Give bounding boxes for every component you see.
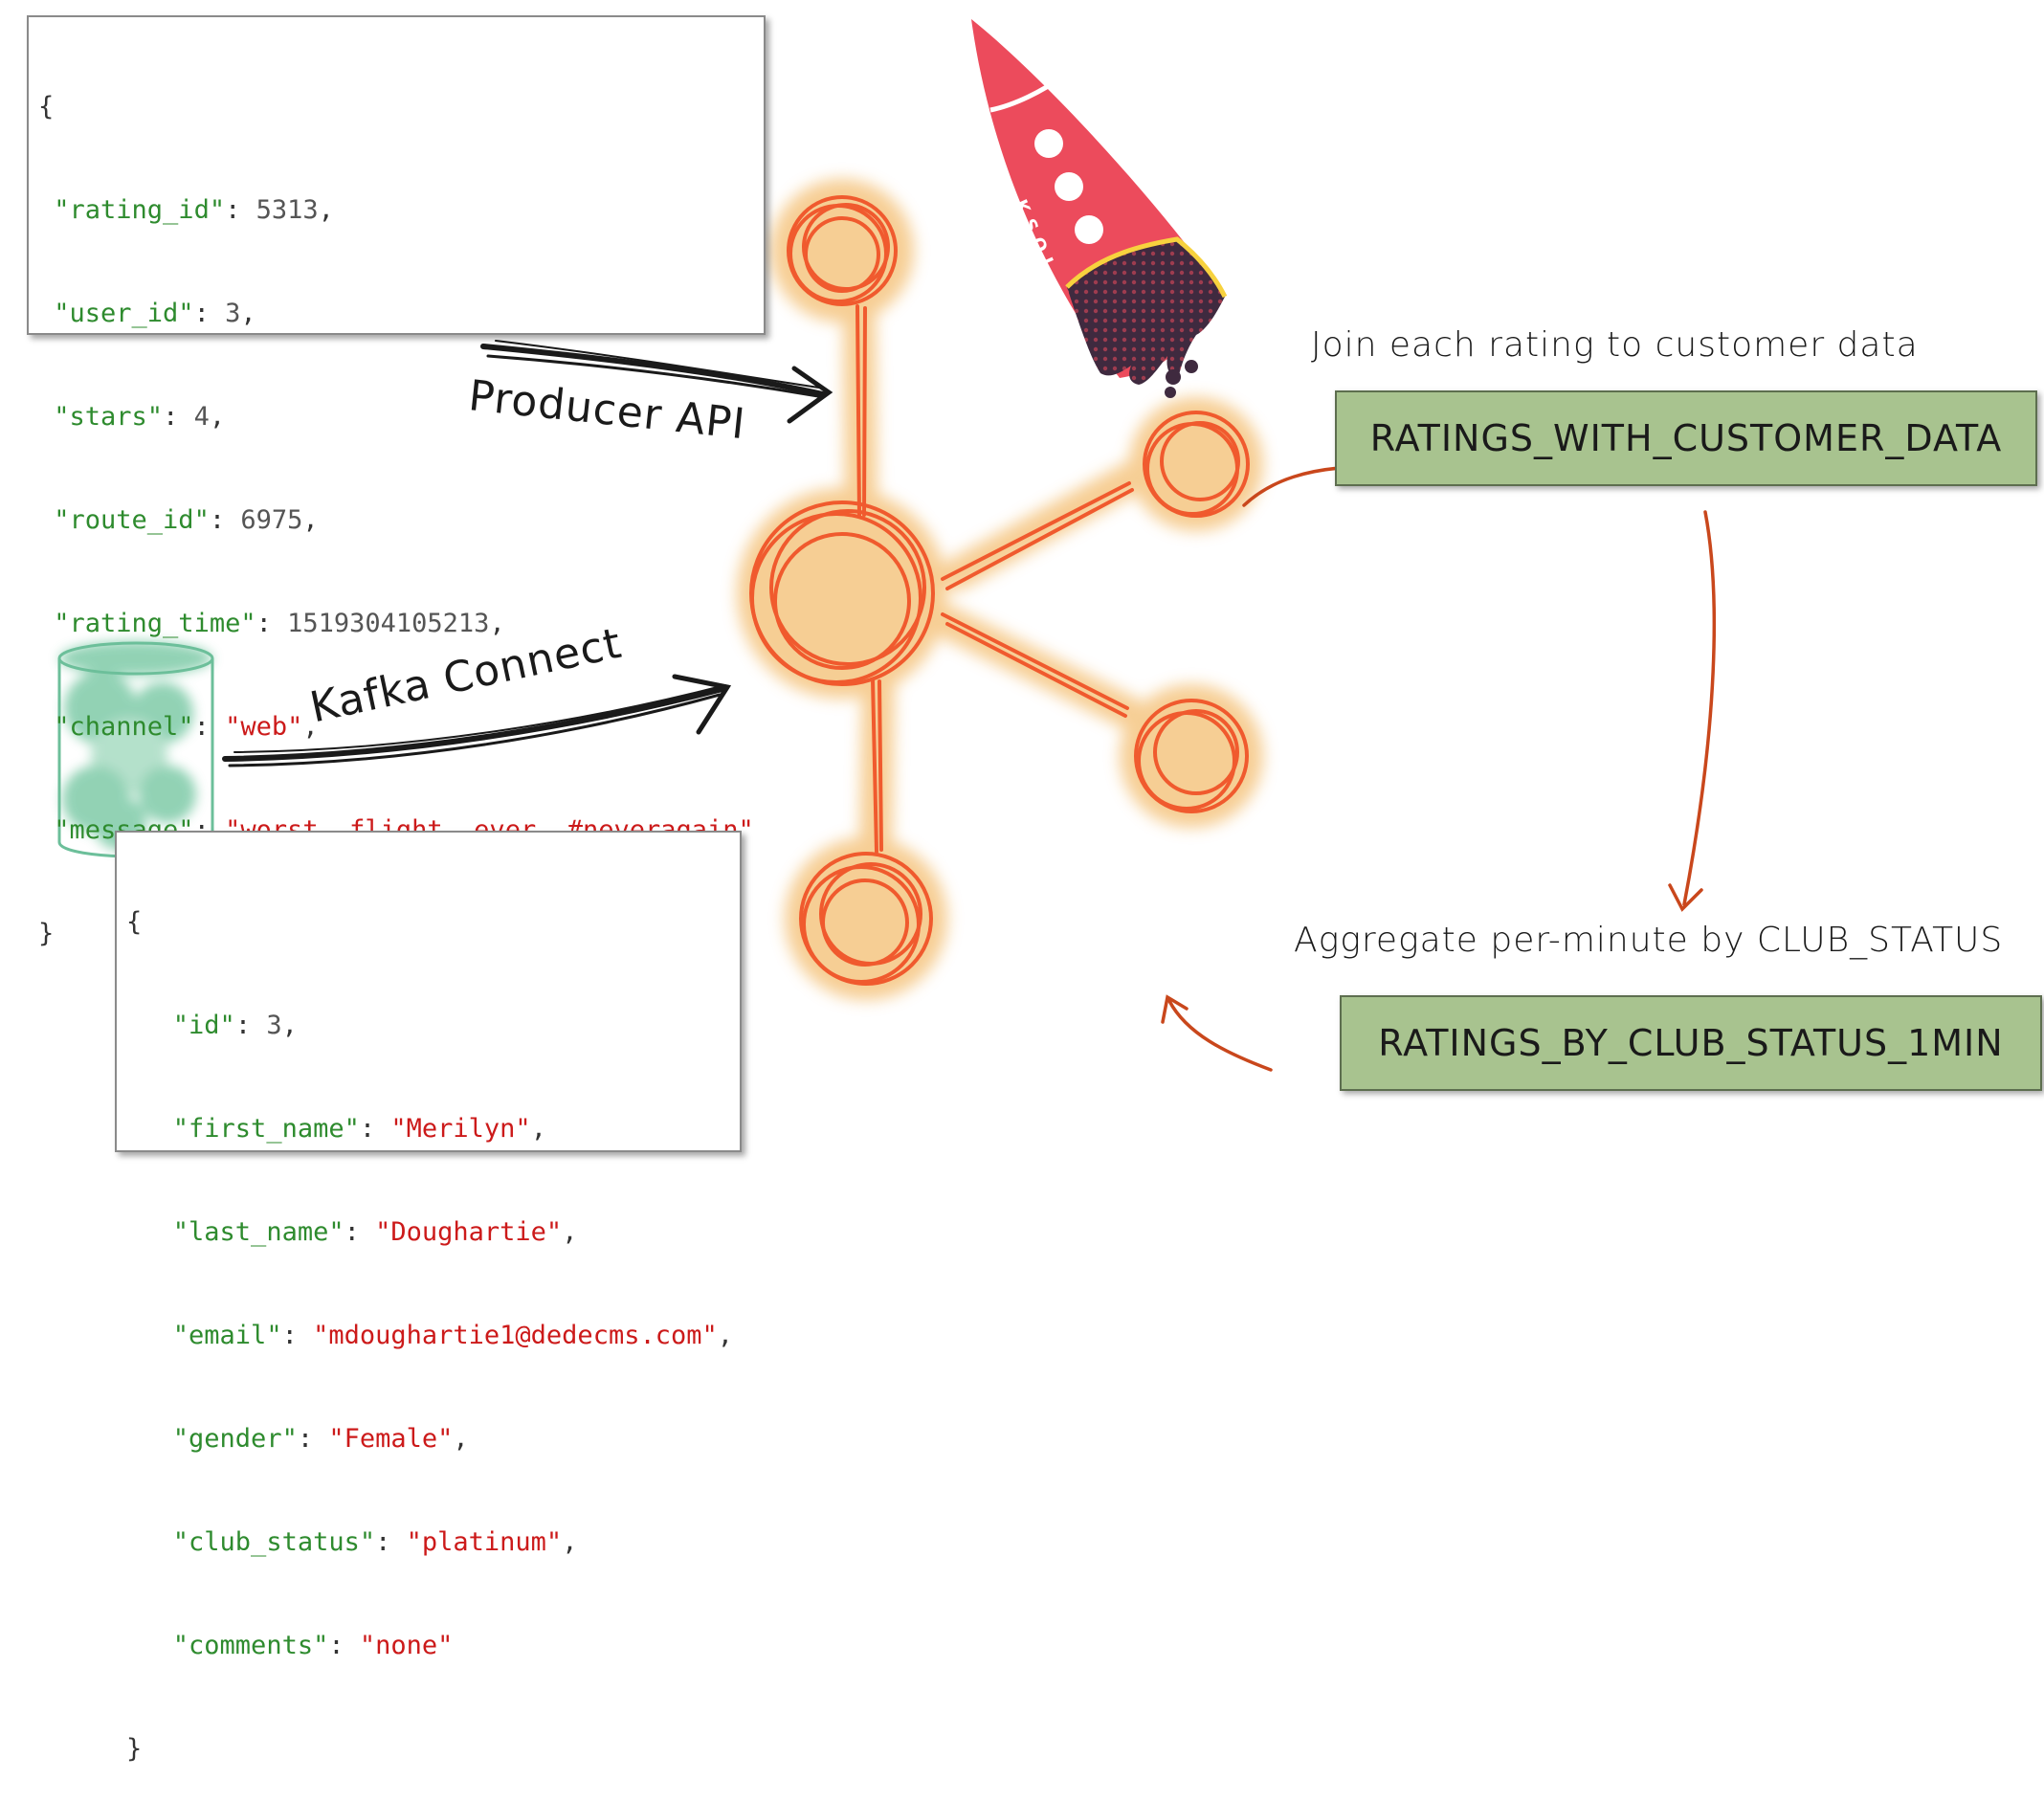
- json-field: "last_name": "Doughartie",: [172, 1217, 578, 1247]
- rocket-window: [1075, 215, 1103, 244]
- rocket-drip: [1185, 360, 1198, 373]
- rocket-outline: [1065, 236, 1228, 299]
- json-field: "rating_id": 5313,: [54, 195, 334, 225]
- rocket-drip: [1165, 387, 1176, 398]
- json-close-brace: }: [38, 919, 55, 948]
- join-caption: Join each rating to customer data: [1311, 325, 1919, 365]
- ratings-by-club-status-table: RATINGS_BY_CLUB_STATUS_1MIN: [1340, 995, 2042, 1091]
- json-field: "gender": "Female",: [172, 1424, 469, 1454]
- kafka-connect-arrow: [222, 674, 732, 767]
- json-field: "id": 3,: [172, 1011, 298, 1040]
- json-open-brace: {: [38, 92, 55, 122]
- kafka-node-center: [749, 500, 935, 686]
- json-field: "user_id": 3,: [54, 299, 256, 328]
- rating-event-json: { "rating_id": 5313, "user_id": 3, "star…: [27, 15, 766, 948]
- rocket-flames: [1067, 239, 1225, 385]
- kafka-cluster: [749, 195, 1250, 986]
- architecture-diagram: KSQL: [57, 19, 1717, 1072]
- kafka-edge-right-upper: [941, 481, 1134, 590]
- rocket-drip: [1166, 369, 1181, 385]
- json-field: "route_id": 6975,: [54, 505, 319, 535]
- producer-api-arrow: [480, 340, 833, 424]
- ratings-with-customer-data-stream: RATINGS_WITH_CUSTOMER_DATA: [1335, 390, 2037, 486]
- stream-name: RATINGS_WITH_CUSTOMER_DATA: [1369, 417, 2003, 459]
- kafka-node-top: [787, 195, 898, 306]
- kafka-node-right-lower: [1134, 699, 1249, 813]
- json-field: "club_status": "platinum",: [172, 1527, 578, 1557]
- rocket-window: [1034, 129, 1063, 158]
- kafka-edge-top: [855, 304, 867, 519]
- customer-record-json: { "id": 3, "first_name": "Merilyn", "las…: [115, 831, 742, 1764]
- rocket-window: [1055, 172, 1083, 201]
- stream-name: RATINGS_BY_CLUB_STATUS_1MIN: [1378, 1022, 2004, 1064]
- aggregate-flow-arrow: [1668, 510, 1717, 912]
- rocket-trim: [989, 74, 1064, 113]
- kafka-node-right-upper: [1143, 411, 1250, 518]
- json-field: "first_name": "Merilyn",: [172, 1114, 546, 1144]
- json-field: "email": "mdoughartie1@dedecms.com",: [172, 1321, 733, 1350]
- ksql-rocket-logo: KSQL: [971, 19, 1228, 398]
- json-field: "channel": "web",: [54, 712, 319, 742]
- json-field: "message": "worst. flight. ever. #nevera…: [38, 813, 754, 848]
- kafka-edge-right-lower: [941, 612, 1129, 718]
- json-open-brace: {: [126, 907, 143, 937]
- aggregate-caption: Aggregate per-minute by CLUB_STATUS: [1294, 921, 2004, 960]
- kafka-edge-bottom: [871, 678, 883, 854]
- kafka-node-bottom: [799, 852, 933, 986]
- json-field: "rating_time": 1519304105213,: [54, 609, 505, 638]
- json-field: "comments": "none": [172, 1631, 454, 1660]
- json-close-brace: }: [126, 1734, 143, 1764]
- json-field: "stars": 4,: [54, 402, 226, 432]
- club-status-feedback-arrow: [1161, 994, 1273, 1072]
